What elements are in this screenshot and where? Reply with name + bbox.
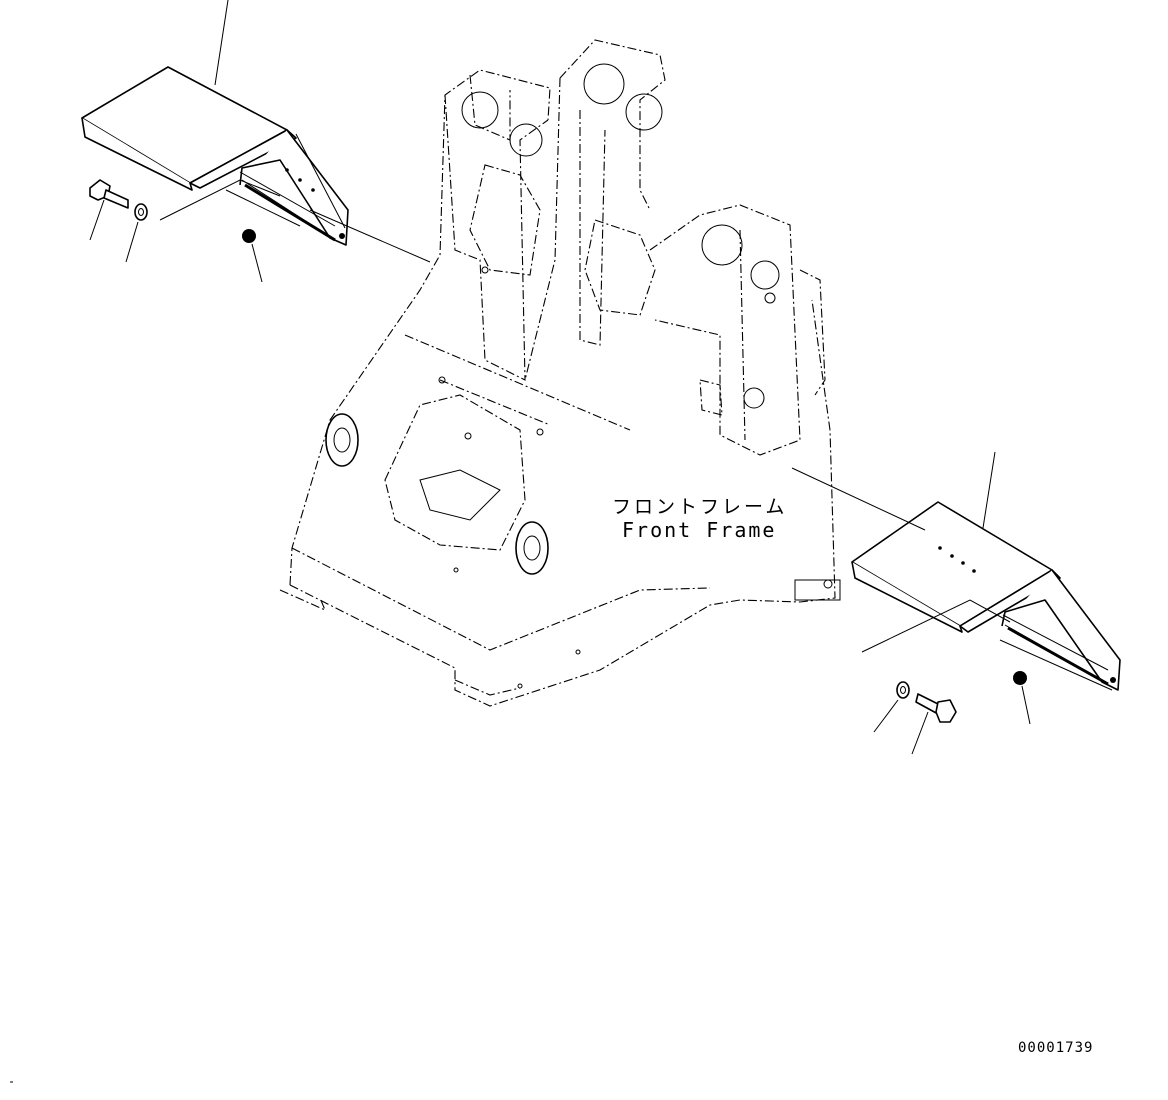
leader-line-washer-left bbox=[125, 221, 139, 263]
leader-line-right-mount bbox=[791, 467, 926, 531]
front-frame bbox=[279, 39, 841, 707]
leader-line-left-fender-edge bbox=[295, 133, 346, 229]
leader-line-nut-left bbox=[251, 243, 263, 283]
leader-bracket-right bbox=[861, 599, 1011, 653]
drawing-number: 00001739 bbox=[1018, 1040, 1094, 1056]
leader-line-washer-right bbox=[873, 699, 899, 733]
leader-bracket-left-2 bbox=[225, 189, 301, 227]
leader-line-left-fender bbox=[214, 0, 229, 86]
bolt-icon bbox=[89, 179, 129, 209]
fender-right bbox=[851, 501, 1121, 691]
leader-line-nut-right bbox=[1021, 685, 1031, 725]
leader-line-bolt-right bbox=[911, 711, 929, 755]
leader-bracket-right-2 bbox=[999, 639, 1113, 691]
leader-line-left-mount bbox=[309, 209, 431, 263]
leader-bracket-left bbox=[159, 179, 281, 221]
fender-left bbox=[81, 66, 349, 246]
bolt-icon bbox=[915, 693, 957, 723]
washer-icon bbox=[896, 681, 910, 699]
nut-icon bbox=[242, 229, 256, 243]
frame-label-en: Front Frame bbox=[622, 518, 777, 542]
frame-label-jp: フロントフレーム bbox=[612, 496, 788, 518]
leader-line-right-fender bbox=[982, 451, 996, 529]
washer-icon bbox=[134, 203, 148, 221]
nut-icon bbox=[1013, 671, 1027, 685]
leader-line-bolt-left bbox=[89, 199, 105, 241]
